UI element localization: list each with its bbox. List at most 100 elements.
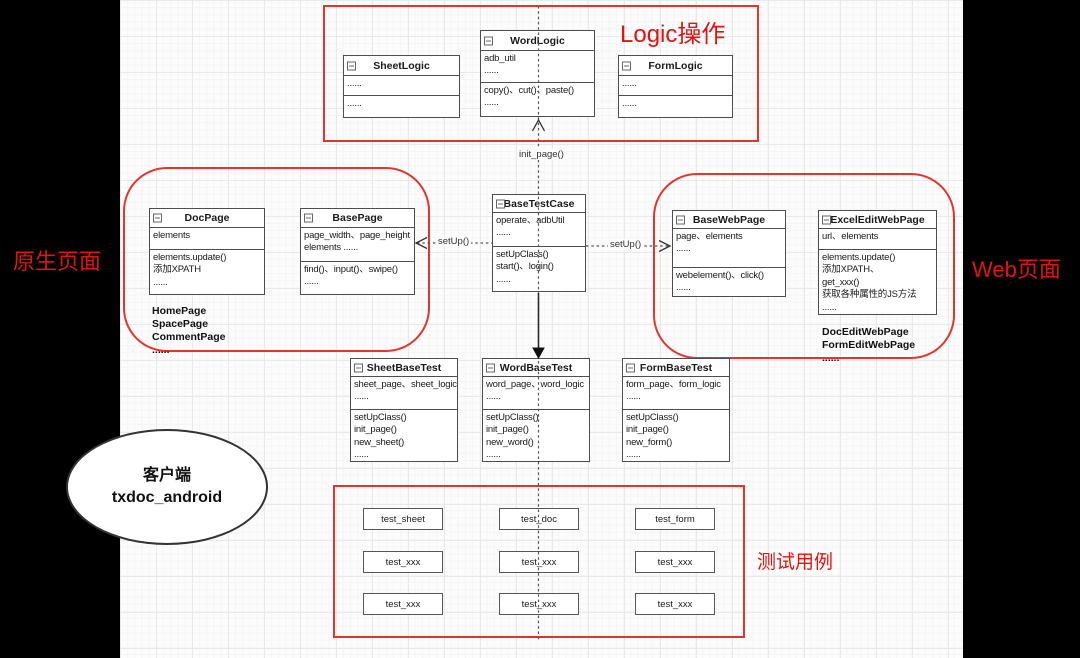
web-page-subclass-list: DocEditWebPage FormEditWebPage ......	[822, 326, 915, 365]
class-title: FormBaseTest	[639, 361, 713, 374]
class-member: find()、input()、swipe()	[304, 264, 398, 275]
list-item: HomePage	[152, 305, 207, 317]
class-member: ......	[484, 65, 499, 77]
class-header: SheetLogic	[344, 56, 459, 76]
class-header: SheetBaseTest	[351, 359, 457, 377]
class-title: BaseWebPage	[692, 213, 766, 226]
class-member: page、elements	[676, 231, 743, 242]
class-attrs: sheet_page、sheet_logic ......	[351, 377, 457, 410]
class-member: setUpClass()	[626, 412, 679, 423]
class-member: ......	[676, 243, 691, 255]
test-case-box: test_xxx	[363, 593, 443, 615]
test-case-label: test_sheet	[381, 513, 425, 525]
class-attrs: operate、adbUtil ......	[493, 213, 585, 247]
class-header: WordLogic	[481, 31, 594, 51]
test-case-label: test_xxx	[657, 598, 693, 610]
client-label-line1: 客户端	[142, 467, 191, 484]
uml-class-word-base-test: WordBaseTest word_page、word_logic ......…	[482, 358, 590, 462]
class-methods: elements.update() 添加XPATH ......	[150, 250, 264, 294]
setup-edge-label-right: setUp()	[608, 239, 644, 250]
uml-class-sheet-base-test: SheetBaseTest sheet_page、sheet_logic ...…	[350, 358, 458, 462]
list-item: DocEditWebPage	[822, 326, 909, 338]
test-case-box: test_xxx	[635, 551, 715, 573]
class-attrs: ......	[619, 76, 732, 96]
class-member: ......	[676, 282, 691, 294]
class-member: sheet_page、sheet_logic	[354, 379, 457, 390]
class-attrs: word_page、word_logic ......	[483, 377, 589, 410]
class-member: ......	[486, 449, 501, 461]
class-title: BasePage	[332, 212, 383, 224]
class-member: init_page()	[626, 424, 669, 436]
test-case-box: test_form	[635, 508, 715, 530]
class-header: BaseWebPage	[673, 211, 785, 229]
init-page-edge-label: init_page()	[517, 149, 566, 160]
test-case-box: test_xxx	[499, 551, 579, 573]
collapse-icon	[622, 61, 631, 70]
class-member: ......	[622, 98, 637, 109]
native-page-subclass-list: HomePage SpacePage CommentPage ......	[152, 305, 226, 357]
class-member: ......	[626, 449, 641, 461]
class-title: SheetBaseTest	[366, 361, 442, 374]
uml-class-doc-page: DocPage elements elements.update() 添加XPA…	[149, 208, 265, 295]
native-region-label: 原生页面	[13, 249, 102, 274]
class-member: ......	[486, 391, 501, 403]
class-member: elements.update()	[153, 252, 227, 263]
class-methods: ......	[344, 96, 459, 117]
class-title: FormLogic	[648, 59, 703, 72]
test-case-label: test_form	[655, 513, 695, 525]
test-case-label: test_xxx	[521, 598, 557, 610]
test-case-label: test_xxx	[385, 598, 421, 610]
test-case-label: test_xxx	[521, 556, 557, 568]
class-methods: copy()、cut()、paste() ......	[481, 83, 594, 116]
uml-class-word-logic: WordLogic adb_util ...... copy()、cut()、p…	[480, 30, 595, 117]
class-member: ......	[822, 301, 837, 313]
class-methods: setUpClass() start()、login() ......	[493, 247, 585, 291]
logic-region-label: Logic操作	[620, 21, 726, 48]
class-member: ......	[622, 78, 637, 89]
class-attrs: form_page、form_logic ......	[623, 377, 729, 410]
class-header: ExcelEditWebPage	[819, 211, 936, 229]
class-member: elements.update()	[822, 252, 896, 263]
tests-region-label: 测试用例	[757, 552, 834, 573]
collapse-icon	[626, 363, 635, 372]
uml-class-form-logic: FormLogic ...... ......	[618, 55, 733, 118]
list-item: ......	[152, 344, 170, 356]
uml-class-excel-edit-web-page: ExcelEditWebPage url、elements elements.u…	[818, 210, 937, 315]
class-header: FormBaseTest	[623, 359, 729, 377]
class-methods: ......	[619, 96, 732, 117]
client-label-line2: txdoc_android	[111, 489, 223, 506]
test-case-box: test_xxx	[635, 593, 715, 615]
class-member: page_width、page_height	[304, 230, 410, 241]
class-member: 添加XPATH、	[822, 264, 880, 276]
class-header: BasePage	[301, 209, 414, 228]
web-region-label: Web页面	[972, 257, 1061, 282]
class-member: get_xxx()	[822, 276, 860, 288]
class-methods: setUpClass() init_page() new_form() ....…	[623, 410, 729, 461]
class-header: WordBaseTest	[483, 359, 589, 377]
class-member: setUpClass()	[354, 412, 407, 423]
class-methods: setUpClass() init_page() new_sheet() ...…	[351, 410, 457, 461]
class-methods: find()、input()、swipe() ......	[301, 262, 414, 294]
class-attrs: page_width、page_height elements ......	[301, 228, 414, 262]
collapse-icon	[304, 213, 313, 223]
class-member: new_form()	[626, 436, 673, 448]
test-case-label: test_doc	[521, 513, 557, 525]
collapse-icon	[486, 363, 495, 372]
class-member: elements	[153, 230, 190, 241]
client-ellipse: 客户端 txdoc_android	[66, 429, 268, 545]
collapse-icon	[354, 363, 363, 372]
class-header: FormLogic	[619, 56, 732, 76]
class-member: operate、adbUtil	[496, 215, 565, 226]
class-member: form_page、form_logic	[626, 379, 721, 390]
web-region-outline	[653, 173, 955, 359]
class-methods: setUpClass() init_page() new_word() ....…	[483, 410, 589, 461]
class-member: webelement()、click()	[676, 270, 764, 281]
class-attrs: ......	[344, 76, 459, 96]
class-member: new_word()	[486, 436, 534, 448]
collapse-icon	[347, 61, 356, 70]
class-member: ......	[484, 97, 499, 109]
test-case-box: test_xxx	[499, 593, 579, 615]
collapse-icon	[676, 215, 685, 224]
uml-class-base-page: BasePage page_width、page_height elements…	[300, 208, 415, 295]
